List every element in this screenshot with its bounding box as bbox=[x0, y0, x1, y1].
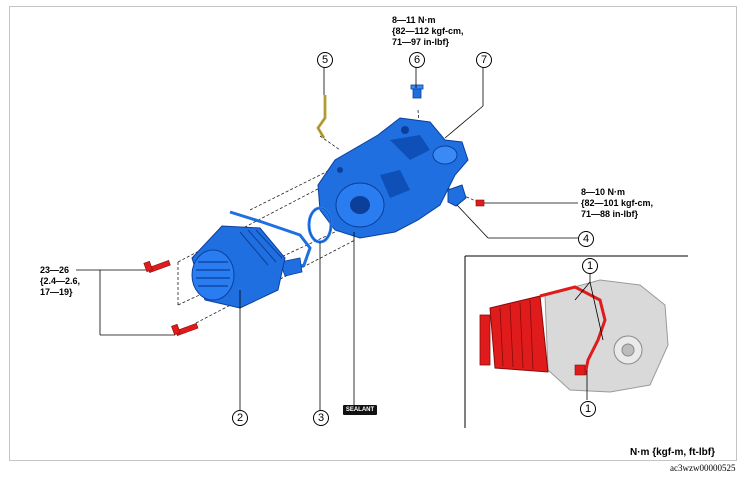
callout-6: 6 bbox=[409, 52, 425, 68]
callout-1-lower: 1 bbox=[580, 401, 596, 417]
inset-leader-lines bbox=[574, 274, 604, 400]
torque-spec-bolts-line1: 23—26 bbox=[40, 265, 70, 275]
motor-bolt-upper bbox=[143, 259, 171, 273]
callout-1-upper: 1 bbox=[582, 258, 598, 274]
torque-spec-part4-line3: 71—88 in-lbf} bbox=[581, 209, 639, 219]
fitting-part bbox=[410, 84, 424, 99]
torque-spec-bolts-line2: {2.4—2.6, bbox=[40, 276, 81, 286]
figure-code: ac3wzw00000525 bbox=[670, 463, 736, 473]
torque-spec-part6-line1: 8—11 N·m bbox=[392, 15, 436, 25]
bent-tube-part bbox=[316, 95, 327, 139]
torque-spec-part4-line1: 8—10 N·m bbox=[581, 187, 626, 197]
leader-lines bbox=[76, 68, 578, 410]
torque-spec-part6: 8—11 N·m {82—112 kgf-cm, 71—97 in-lbf} bbox=[392, 15, 464, 48]
inset-detail-view bbox=[479, 279, 669, 393]
callout-7: 7 bbox=[476, 52, 492, 68]
housing-part bbox=[317, 117, 469, 239]
bracket-part bbox=[229, 210, 312, 277]
callout-3: 3 bbox=[313, 410, 329, 426]
inset-frame bbox=[464, 255, 688, 428]
small-bolt-part bbox=[475, 199, 485, 207]
figure-frame bbox=[9, 6, 737, 461]
torque-spec-part4-line2: {82—101 kgf-cm, bbox=[581, 198, 654, 208]
motor-bolts bbox=[143, 259, 199, 337]
callout-5: 5 bbox=[317, 52, 333, 68]
torque-spec-bolts: 23—26 {2.4—2.6, 17—19} bbox=[40, 265, 80, 298]
torque-spec-part6-line3: 71—97 in-lbf} bbox=[392, 37, 450, 47]
torque-spec-bolts-line3: 17—19} bbox=[40, 287, 73, 297]
motor-bolt-lower bbox=[171, 323, 199, 337]
o-ring-part bbox=[307, 206, 333, 244]
sealant-tag: SEALANT bbox=[343, 405, 377, 415]
motor-part bbox=[191, 225, 286, 309]
callout-4: 4 bbox=[578, 231, 594, 247]
callout-2: 2 bbox=[232, 410, 248, 426]
torque-spec-part6-line2: {82—112 kgf-cm, bbox=[392, 26, 464, 36]
torque-spec-part4: 8—10 N·m {82—101 kgf-cm, 71—88 in-lbf} bbox=[581, 187, 653, 220]
units-note: N·m {kgf-m, ft-lbf} bbox=[630, 447, 715, 458]
